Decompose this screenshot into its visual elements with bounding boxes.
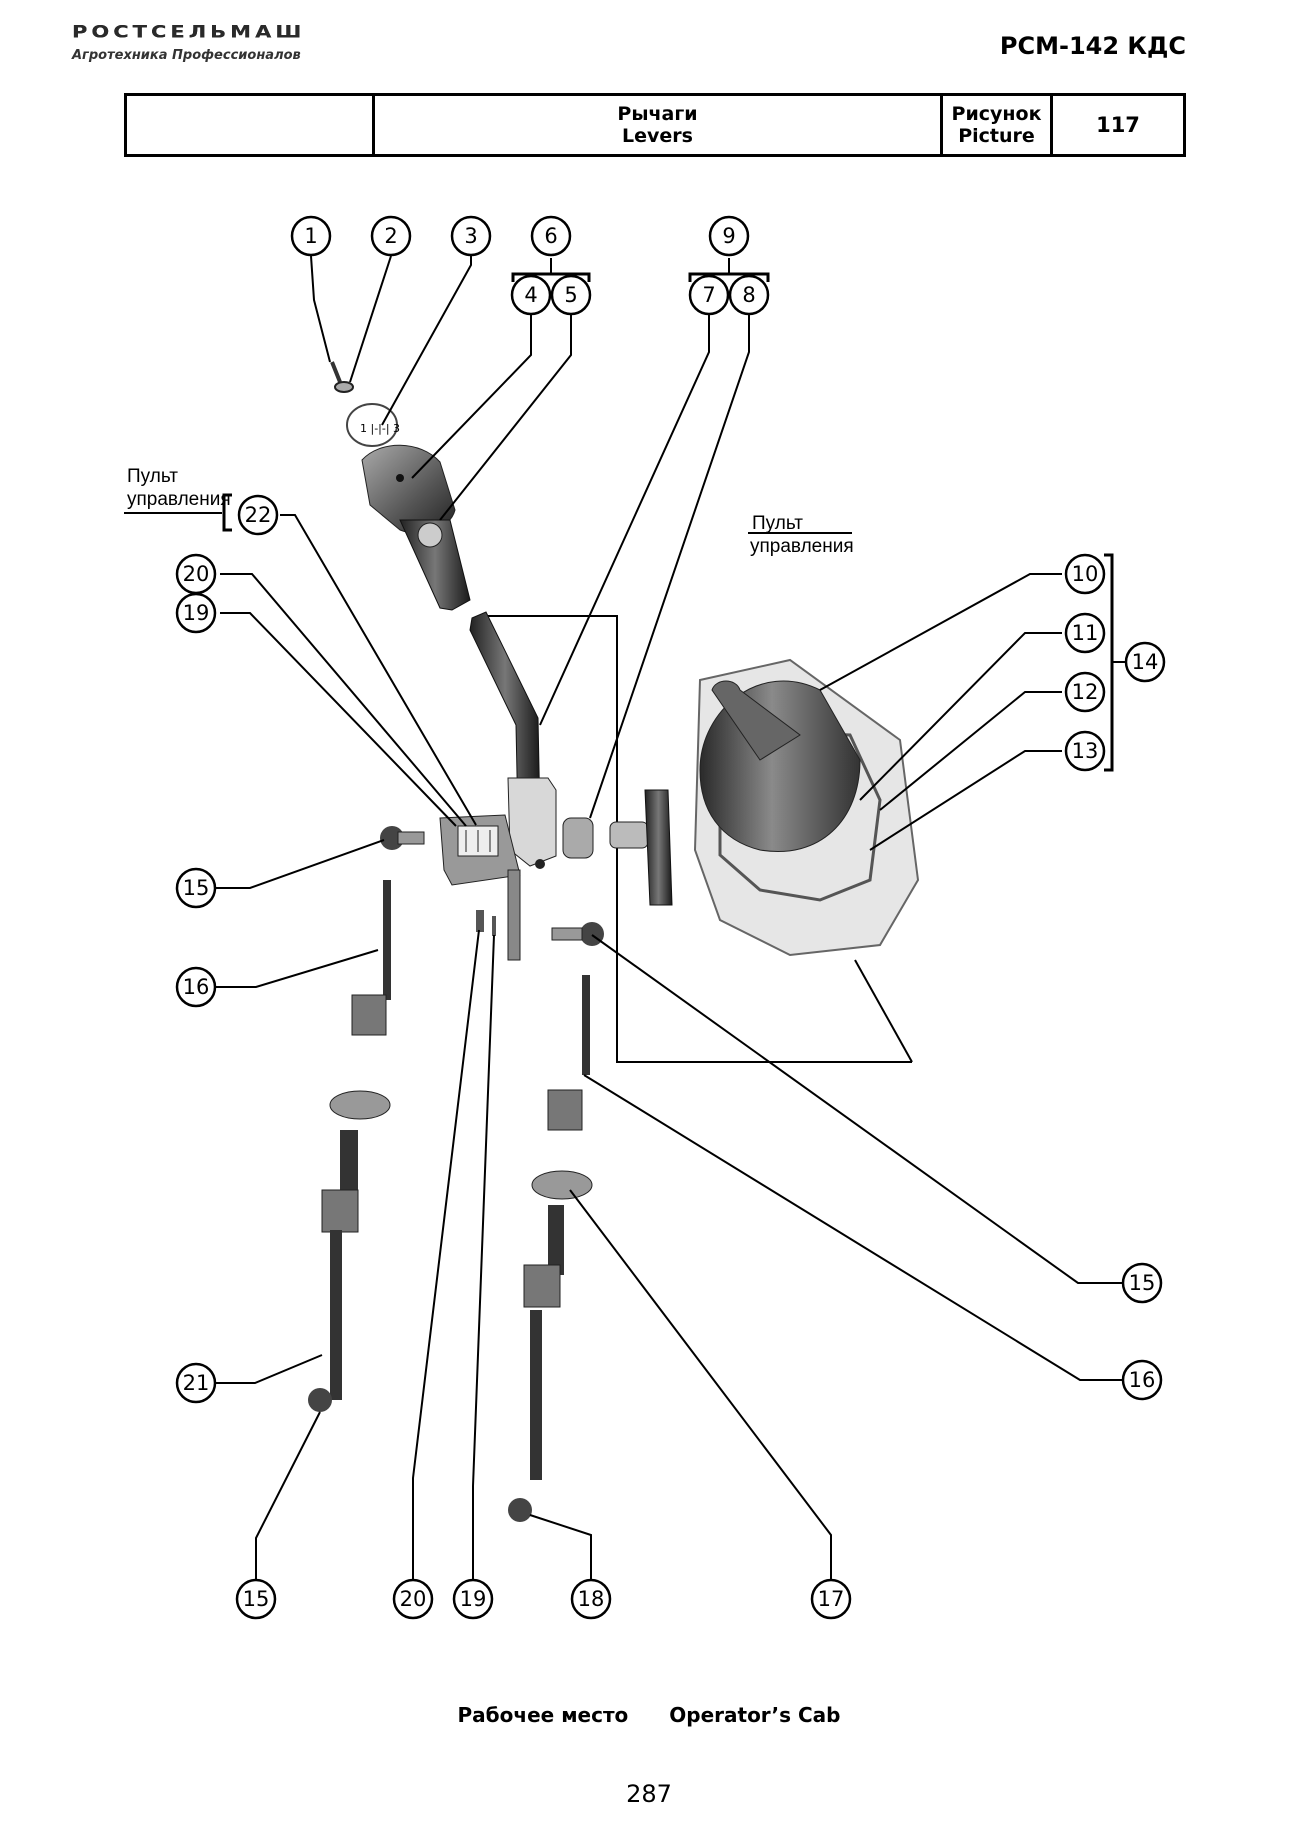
svg-text:14: 14 <box>1132 650 1159 674</box>
panel-label-right: Пульт управления <box>748 513 854 557</box>
svg-text:21: 21 <box>183 1371 210 1395</box>
svg-text:20: 20 <box>400 1587 427 1611</box>
svg-text:17: 17 <box>818 1587 845 1611</box>
svg-text:8: 8 <box>742 283 755 307</box>
callout-19-bottom: 19 <box>452 1578 494 1620</box>
svg-text:9: 9 <box>722 224 735 248</box>
callout-16-left: 16 <box>175 966 217 1008</box>
svg-text:1 |-|-| 3: 1 |-|-| 3 <box>360 422 400 435</box>
callout-4: 4 <box>510 274 552 316</box>
figure-caption: Рабочее место Operator’s Cab <box>0 1703 1298 1727</box>
svg-text:22: 22 <box>245 503 272 527</box>
callout-11: 11 <box>1064 612 1106 654</box>
brand-logo: РОСТСЕЛЬМАШ Агротехника Профессионалов <box>72 22 392 63</box>
svg-text:16: 16 <box>183 975 210 999</box>
title-name-cell: Рычаги Levers <box>375 96 943 154</box>
svg-text:16: 16 <box>1129 1368 1156 1392</box>
svg-text:12: 12 <box>1072 680 1099 704</box>
ball-joints-top <box>380 826 604 946</box>
callout-3: 3 <box>450 215 492 257</box>
callout-18: 18 <box>570 1578 612 1620</box>
callout-2: 2 <box>370 215 412 257</box>
svg-text:20: 20 <box>183 562 210 586</box>
bracket-14 <box>1104 553 1114 772</box>
panel-label-left: Пульт управления <box>124 466 232 532</box>
callout-14: 14 <box>1124 641 1166 683</box>
title-block: Рычаги Levers Рисунок Picture 117 <box>124 93 1186 157</box>
picture-label-cell: Рисунок Picture <box>943 96 1053 154</box>
svg-text:18: 18 <box>578 1587 605 1611</box>
cable-left <box>308 880 391 1412</box>
svg-text:Пульт: Пульт <box>752 513 803 534</box>
callout-20-bottom: 20 <box>392 1578 434 1620</box>
svg-text:3: 3 <box>464 224 477 248</box>
svg-text:13: 13 <box>1072 739 1099 763</box>
svg-text:4: 4 <box>524 283 537 307</box>
svg-text:11: 11 <box>1072 621 1099 645</box>
callout-20: 20 <box>175 553 217 595</box>
brand-name: РОСТСЕЛЬМАШ <box>72 22 306 42</box>
pins <box>476 910 496 936</box>
svg-text:управления: управления <box>750 536 854 557</box>
svg-text:Пульт: Пульт <box>127 466 178 487</box>
callout-6: 6 <box>530 215 572 257</box>
picture-label-en: Picture <box>958 125 1035 147</box>
picture-number-cell: 117 <box>1053 96 1183 154</box>
callout-15-right: 15 <box>1121 1262 1163 1304</box>
svg-text:7: 7 <box>702 283 715 307</box>
svg-text:управления: управления <box>127 489 231 510</box>
callout-10: 10 <box>1064 553 1106 595</box>
title-empty-cell <box>127 96 375 154</box>
svg-text:1: 1 <box>304 224 317 248</box>
callout-7: 7 <box>688 274 730 316</box>
leader-lines <box>216 255 1122 1599</box>
title-name-ru: Рычаги <box>617 103 698 125</box>
svg-text:19: 19 <box>183 601 210 625</box>
picture-number: 117 <box>1096 113 1140 137</box>
bushing-and-switch <box>609 789 673 906</box>
picture-label-ru: Рисунок <box>951 103 1042 125</box>
callout-1: 1 <box>290 215 332 257</box>
callout-22: 22 <box>237 494 279 536</box>
svg-text:19: 19 <box>460 1587 487 1611</box>
callout-21: 21 <box>175 1362 217 1404</box>
svg-text:15: 15 <box>243 1587 270 1611</box>
svg-text:15: 15 <box>183 876 210 900</box>
page-number: 287 <box>626 1780 672 1808</box>
callouts: 1 2 3 6 4 5 9 7 8 22 20 19 10 11 14 12 1… <box>175 215 1166 1620</box>
title-name-en: Levers <box>622 125 693 147</box>
svg-text:10: 10 <box>1072 562 1099 586</box>
brand-tagline: Агротехника Профессионалов <box>72 48 301 63</box>
callout-13: 13 <box>1064 730 1106 772</box>
callout-15-left: 15 <box>175 867 217 909</box>
callout-16-right: 16 <box>1121 1359 1163 1401</box>
cable-right <box>508 975 593 1522</box>
shift-knob-assembly: 1 |-|-| 3 <box>330 361 471 611</box>
svg-text:15: 15 <box>1129 1271 1156 1295</box>
model-name: РСМ-142 КДС <box>999 32 1186 60</box>
callout-19: 19 <box>175 592 217 634</box>
callout-9: 9 <box>708 215 750 257</box>
callout-8: 8 <box>728 274 770 316</box>
caption-ru: Рабочее место <box>457 1703 629 1727</box>
caption-en: Operator’s Cab <box>669 1703 841 1727</box>
svg-text:6: 6 <box>544 224 557 248</box>
svg-text:2: 2 <box>384 224 397 248</box>
svg-text:5: 5 <box>564 283 577 307</box>
callout-12: 12 <box>1064 671 1106 713</box>
callout-5: 5 <box>550 274 592 316</box>
callout-17: 17 <box>810 1578 852 1620</box>
lever-bracket <box>439 777 594 961</box>
callout-15-bottom: 15 <box>235 1578 277 1620</box>
